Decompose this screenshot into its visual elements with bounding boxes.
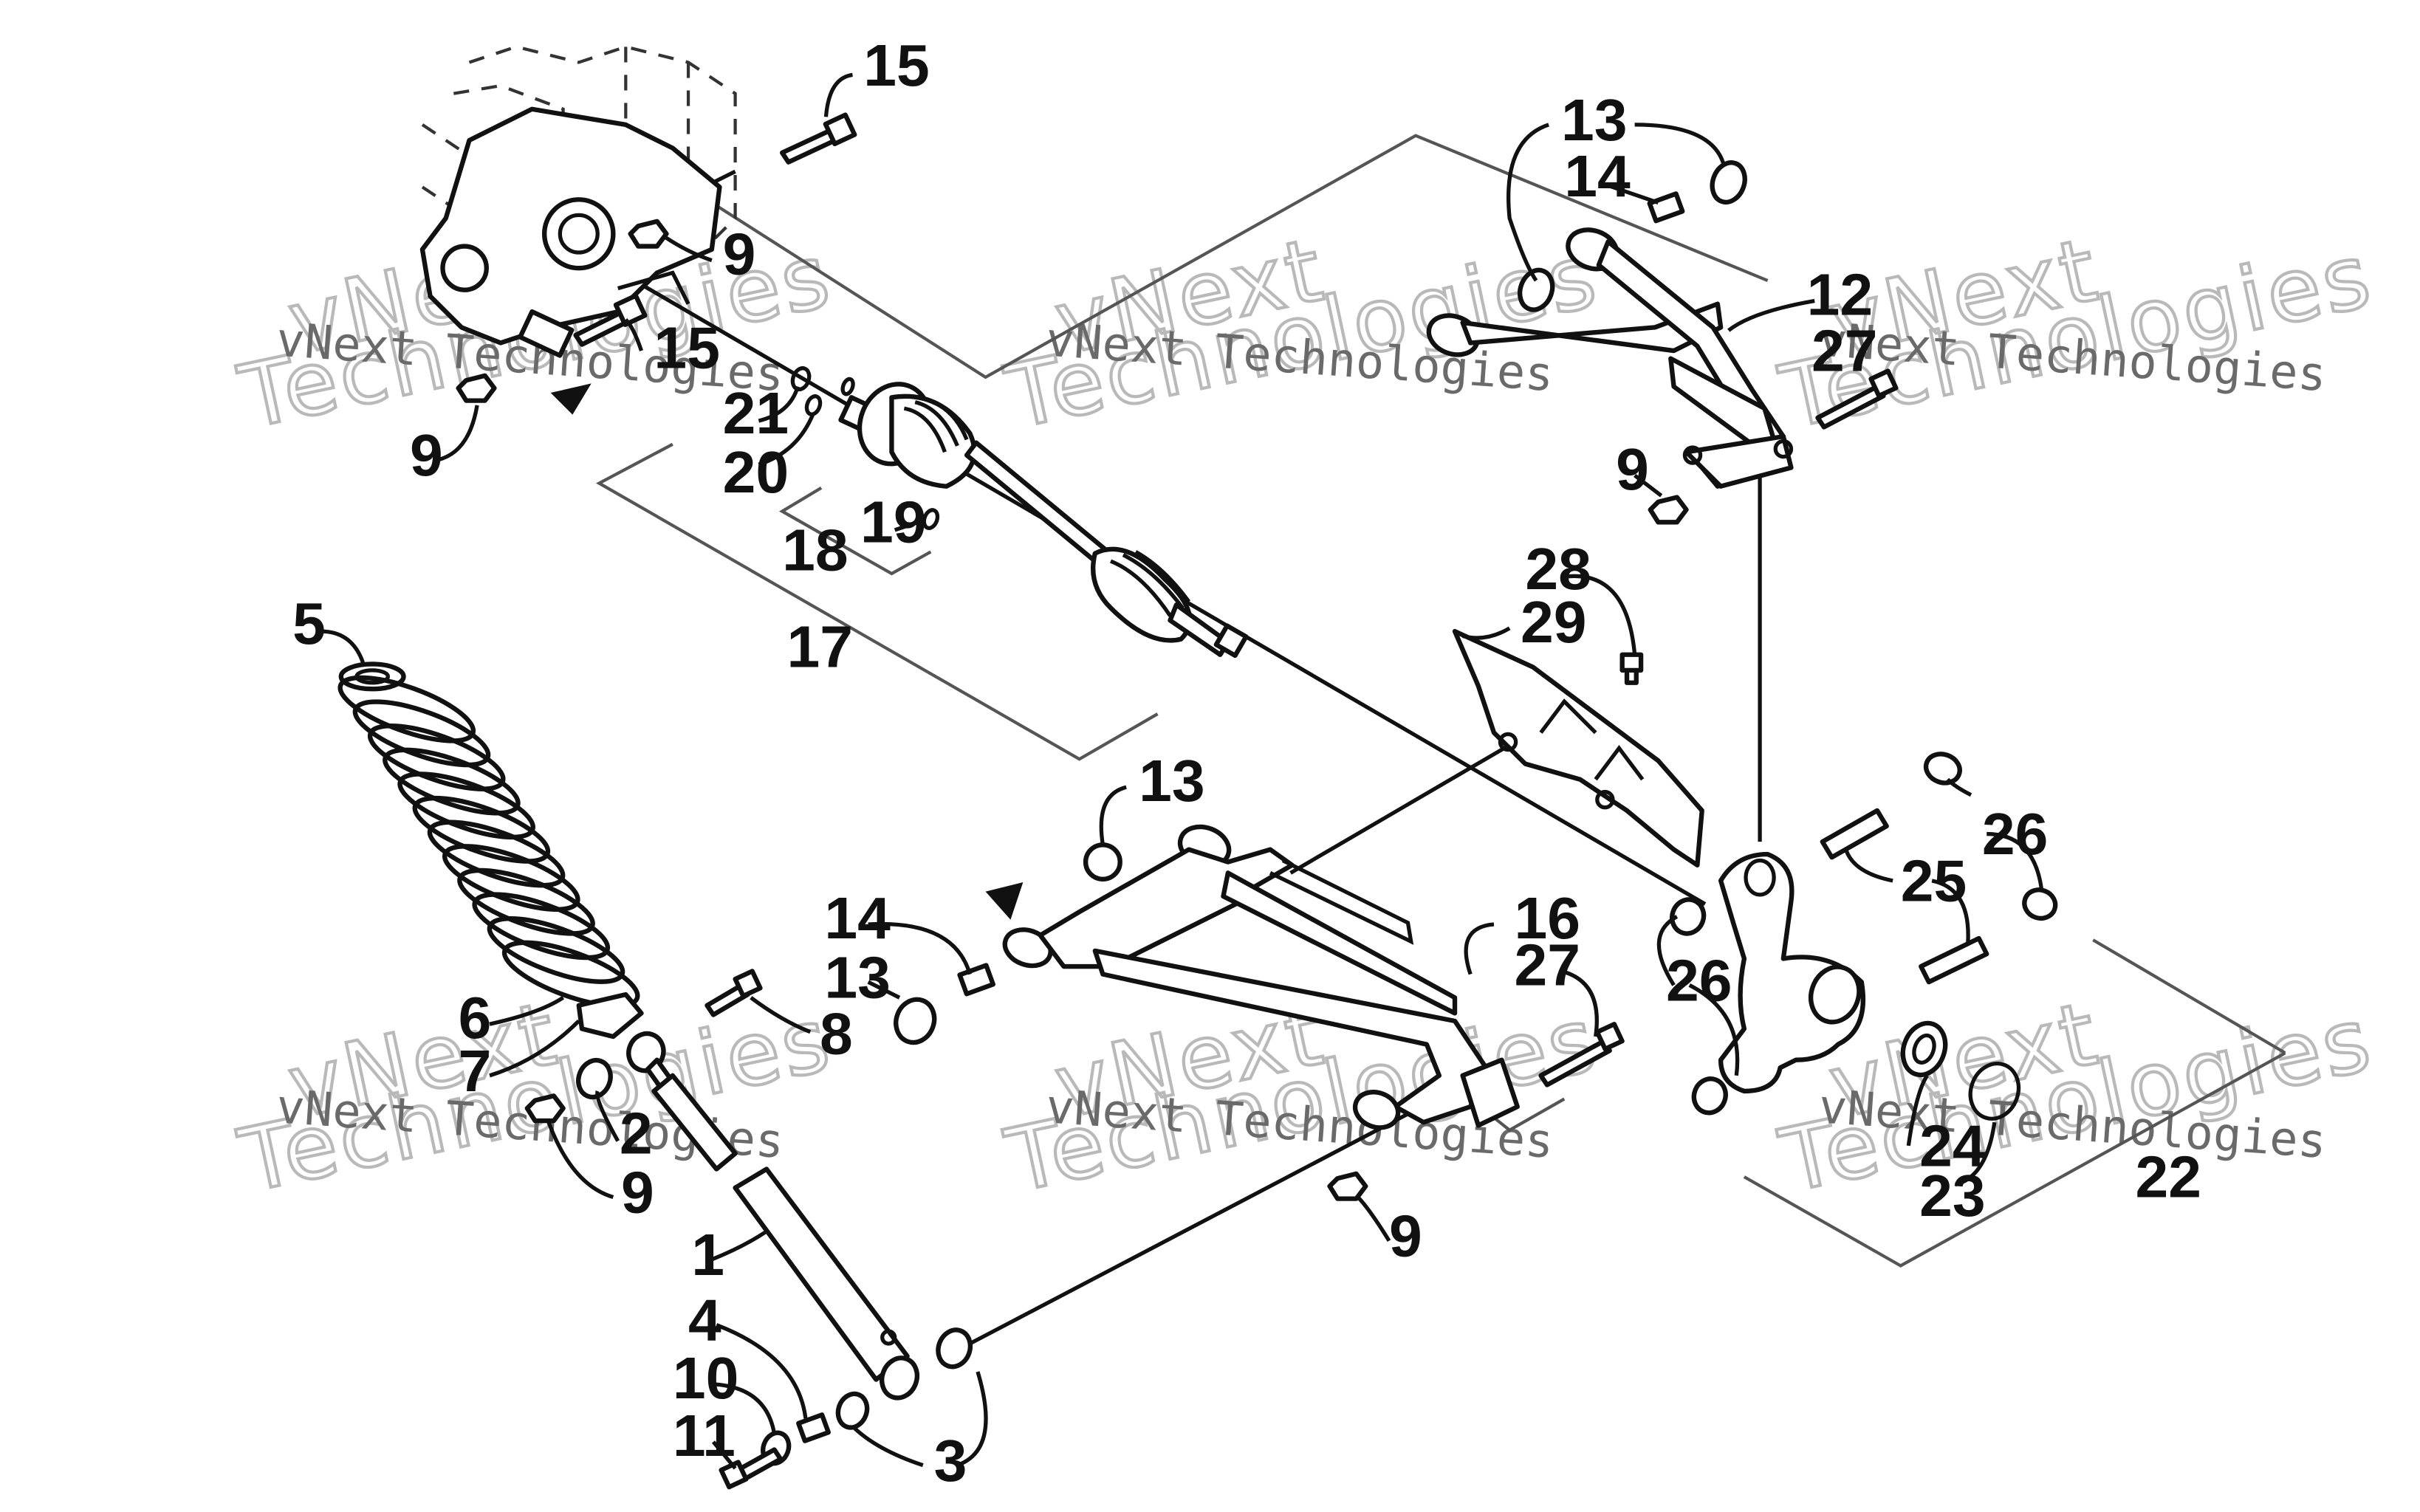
callout-16: 16 (1515, 885, 1581, 952)
spring-coil (501, 940, 640, 1008)
callout-13-lower-top: 13 (1139, 748, 1205, 814)
callout-17: 17 (787, 614, 854, 681)
sleeve-25-top (1820, 808, 1889, 860)
callout-12: 12 (1807, 262, 1874, 329)
callout-labels: 15 9 15 9 21 20 19 18 17 13 14 12 27 9 2… (292, 32, 2201, 1494)
cv-guard (1452, 628, 1704, 867)
callout-15-top: 15 (863, 32, 930, 99)
bolt-27-upper (1815, 368, 1899, 430)
callout-13-upper: 13 (1561, 87, 1628, 154)
bolt-11 (719, 1447, 784, 1490)
clip-19 (922, 508, 940, 530)
bolt-15-lower (573, 293, 648, 347)
callout-25: 25 (1901, 848, 1967, 914)
callout-26-left: 26 (1666, 948, 1732, 1014)
callout-14-lower: 14 (824, 885, 891, 952)
arrow-indicator-lower (985, 882, 1024, 920)
callout-14-upper: 14 (1564, 143, 1631, 210)
axis-line-shield (1289, 743, 1511, 875)
bushing-13-lower-left (894, 997, 937, 1045)
callout-5: 5 (292, 591, 326, 657)
bolt-27-lower (1538, 1022, 1625, 1087)
leader-lines (321, 72, 2043, 1470)
nut-9-d (524, 1093, 566, 1124)
callout-2: 2 (620, 1101, 653, 1167)
callout-11: 11 (673, 1403, 736, 1469)
lower-a-arm (1002, 824, 1520, 1130)
callout-26-top: 26 (1982, 801, 2049, 867)
callout-9-upper-arm: 9 (1616, 436, 1649, 503)
bushing-26-right (2022, 887, 2058, 921)
bolt-8 (705, 969, 763, 1017)
callout-4: 4 (688, 1288, 721, 1354)
callout-15-mid: 15 (654, 315, 720, 381)
upper-a-arm (1426, 227, 1794, 489)
callout-9-lower-arm: 9 (1389, 1203, 1422, 1270)
callout-13-lower-left: 13 (824, 944, 891, 1011)
callout-22: 22 (2135, 1144, 2201, 1211)
bolt-28 (1619, 652, 1644, 685)
bushing-2 (576, 1058, 613, 1100)
callout-7: 7 (459, 1038, 492, 1104)
callout-1: 1 (691, 1222, 724, 1288)
bearing-24 (1900, 1020, 1948, 1078)
callout-27-lower: 27 (1515, 932, 1581, 998)
knuckle-frame (1743, 938, 2286, 1268)
boot-kit-frame (778, 487, 932, 576)
sleeve-25-bottom (1919, 935, 1989, 985)
callout-21: 21 (723, 380, 789, 447)
callout-29: 29 (1521, 589, 1587, 656)
callout-9-top: 9 (723, 221, 756, 288)
half-shaft (838, 382, 1249, 659)
callout-19: 19 (860, 489, 927, 556)
axis-line-shock-arm (969, 1107, 1417, 1346)
callout-24: 24 (1919, 1113, 1986, 1179)
callout-9-left: 9 (410, 422, 443, 489)
callout-27-upper: 27 (1811, 318, 1878, 385)
bushing-13-upper-right (1710, 160, 1747, 205)
shock-absorber (626, 1031, 920, 1401)
clip-20 (804, 377, 855, 416)
bushing-13-lower-top (1083, 842, 1122, 882)
nut-9-a (628, 219, 669, 249)
snap-ring-23 (1968, 1061, 2021, 1121)
bushing-26-top (1923, 752, 1962, 786)
callout-18: 18 (782, 518, 849, 584)
upper-arm-frame (710, 134, 1769, 379)
bushing-26-left (1670, 897, 1707, 936)
bushing-26-bottom (1691, 1076, 1728, 1116)
spring-retainer-7 (576, 992, 644, 1040)
coil-spring (337, 675, 640, 1008)
nut-9-e (1327, 1171, 1368, 1201)
frame-reference-drawing (419, 45, 737, 358)
bushing-3-left (835, 1391, 870, 1430)
callout-28: 28 (1525, 536, 1591, 602)
steering-knuckle (1718, 851, 1866, 1094)
callout-23: 23 (1919, 1163, 1986, 1229)
callout-20: 20 (723, 439, 789, 506)
callout-3: 3 (934, 1428, 967, 1494)
sleeve-4 (796, 1412, 831, 1443)
bolt-15-upper (779, 112, 857, 165)
callout-10: 10 (673, 1345, 739, 1412)
arrow-indicator-upper (550, 383, 592, 415)
bushing-3-right (936, 1327, 973, 1370)
callout-9-shock: 9 (621, 1160, 654, 1226)
bushing-13-upper-left (1517, 267, 1555, 312)
callout-6: 6 (459, 985, 492, 1051)
half-shaft-frame (595, 442, 1159, 761)
sleeve-14-upper (1647, 191, 1685, 224)
sleeve-14-lower (957, 963, 995, 997)
nut-9-c (1648, 495, 1689, 525)
nut-9-b (456, 373, 497, 403)
callout-8: 8 (820, 1000, 853, 1067)
